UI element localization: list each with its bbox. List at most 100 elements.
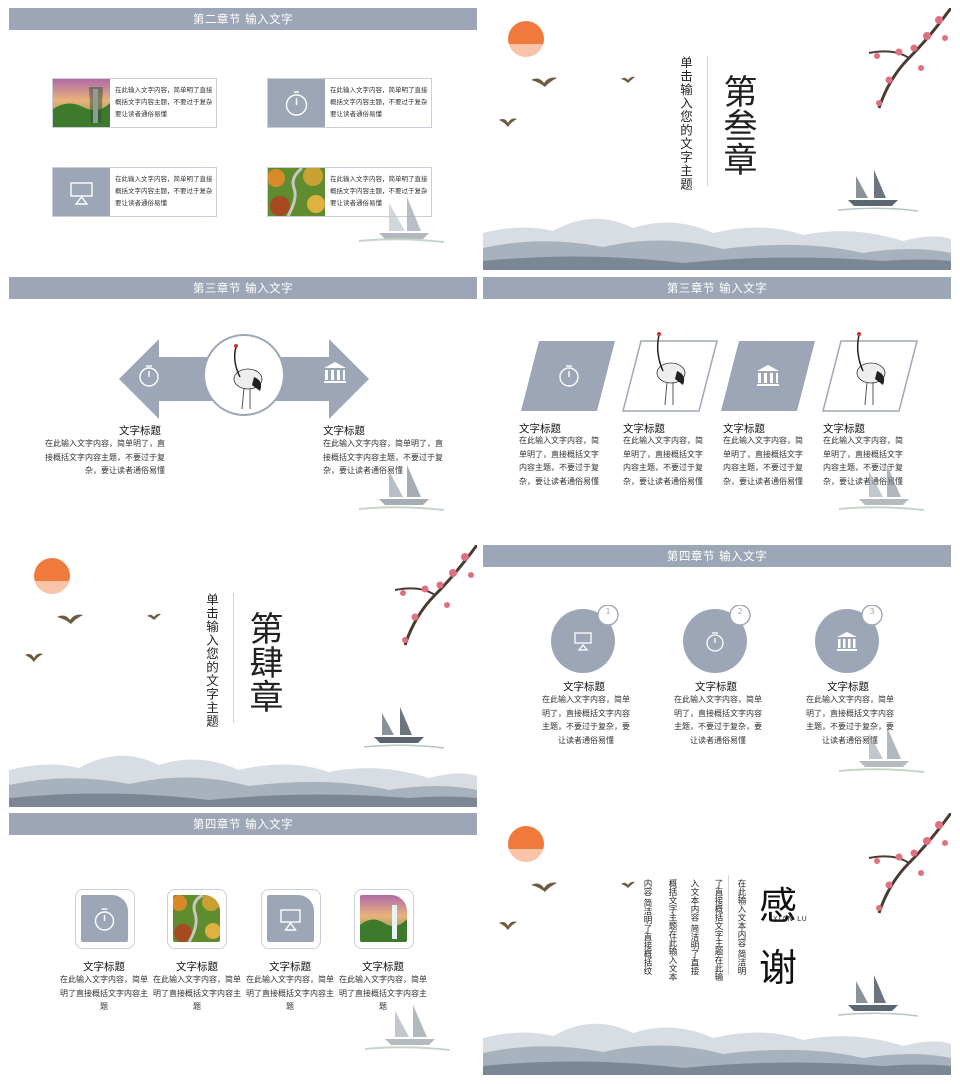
- sun: [507, 20, 545, 58]
- chapter-header-bar: 第四章节 输入文字: [9, 813, 477, 835]
- sailboat-decoration: [838, 973, 918, 1023]
- flying-bird: [621, 75, 635, 84]
- content-card[interactable]: 在此输入文字内容，简单明了直接概括文字内容主题，不要过于复杂要让读者通俗易懂: [267, 167, 432, 217]
- photo-tile: [167, 889, 227, 949]
- ink-mountains: [9, 740, 477, 807]
- flying-bird: [57, 611, 83, 627]
- body-column: 了直接概括文字主题在此输: [713, 879, 723, 981]
- slide-chapter3-arrows[interactable]: 第三章节 输入文字 文字标题 在此输入文字内容，简单明了，直接概括文字内容主题，…: [9, 277, 477, 539]
- plum-blossom-branch: [375, 545, 477, 655]
- divider-line: [233, 593, 234, 723]
- presentation-icon: [70, 182, 93, 205]
- item-title: 文字标题: [563, 681, 605, 693]
- thanks-char: 感: [759, 884, 798, 928]
- flying-bird: [499, 116, 517, 128]
- sailboat-decoration: [364, 705, 444, 755]
- sailboat-decoration: [355, 1003, 455, 1058]
- presentation-icon-tile: [53, 168, 110, 216]
- item-text: 在此输入文字内容，简单明了直接概括文字内容主题: [339, 975, 427, 1011]
- right-item-title: 文字标题: [323, 425, 365, 437]
- flying-bird: [531, 879, 557, 895]
- item-title: 文字标题: [723, 423, 765, 435]
- item-text: 在此输入文字内容，简单明了，直接概括文字内容主题，不要过于复杂，要让读者通俗易懂: [674, 695, 762, 745]
- numbered-circle-3: 3: [815, 605, 887, 673]
- chapter-header-bar: 第四章节 输入文字: [483, 545, 951, 567]
- divider-line: [707, 56, 708, 186]
- content-card[interactable]: 在此输入文字内容，简单明了直接概括文字内容主题，不要过于复杂要让读者通俗易懂: [52, 78, 217, 128]
- flying-bird: [531, 74, 557, 90]
- stopwatch-icon: [94, 908, 115, 931]
- chapter-header-bar: 第三章节 输入文字: [483, 277, 951, 299]
- slide-chapter3-cover[interactable]: 单击输入您的文字主题 第叁章: [483, 8, 951, 270]
- stopwatch-icon-tile: [268, 79, 325, 127]
- item-title: 文字标题: [519, 423, 561, 435]
- slide-chapter4-three-circles[interactable]: 第四章节 输入文字 1 2 3 文字标题 在此输入文字内容，简单明了，直接概括文…: [483, 545, 951, 807]
- item-text: 在此输入文字内容，简单明了，直接概括文字内容主题，不要过于复杂，要让读者通俗易懂: [723, 436, 803, 486]
- slide-thanks[interactable]: 内容 简洁明了直接概括纹 概括文字主题在此输入文本 入文本内容 简洁明了直接 了…: [483, 813, 951, 1075]
- item-text: 在此输入文字内容，简单明了，直接概括文字内容主题，不要过于复杂，要让读者通俗易懂: [519, 436, 599, 486]
- item-text: 在此输入文字内容，简单明了，直接概括文字内容主题，不要过于复杂，要让读者通俗易懂: [623, 436, 703, 486]
- step-number: 2: [737, 607, 743, 616]
- icon-tile: [75, 889, 135, 949]
- sun: [33, 557, 71, 595]
- flying-bird: [25, 651, 43, 663]
- item-title: 文字标题: [362, 961, 404, 973]
- ink-mountains: [483, 1008, 951, 1075]
- waterfall-photo: [53, 79, 110, 127]
- item-title: 文字标题: [176, 961, 218, 973]
- item-graphic-3: [721, 339, 817, 413]
- stopwatch-icon: [285, 91, 308, 116]
- numbered-circle-2: 2: [683, 605, 755, 673]
- flying-bird: [621, 880, 635, 889]
- sun: [507, 825, 545, 863]
- slide-chapter4-four-tiles[interactable]: 第四章节 输入文字 文字标题 在此输入文字内容，简单明了直接概括文字内容主题 文…: [9, 813, 477, 1075]
- sailboat-decoration: [349, 193, 449, 253]
- sailboat-decoration: [349, 463, 449, 518]
- item-graphic-2: [621, 329, 721, 415]
- chapter-subtitle: 单击输入您的文字主题: [204, 593, 219, 728]
- flying-bird: [147, 612, 161, 621]
- card-text: 在此输入文字内容，简单明了直接概括文字内容主题，不要过于复杂要让读者通俗易懂: [115, 86, 213, 118]
- slide-chapter3-four-items[interactable]: 第三章节 输入文字 文字标题 在此输入文字内容，简单明了，直接概括文字内容主题，…: [483, 277, 951, 539]
- item-title: 文字标题: [269, 961, 311, 973]
- presentation-icon: [280, 909, 301, 931]
- plum-blossom-branch: [849, 8, 951, 118]
- sailboat-decoration: [829, 725, 929, 780]
- content-card[interactable]: 在此输入文字内容，简单明了直接概括文字内容主题，不要过于复杂要让读者通俗易懂: [52, 167, 217, 217]
- photo-tile: [354, 889, 414, 949]
- divider-line: [728, 875, 729, 975]
- item-title: 文字标题: [623, 423, 665, 435]
- sailboat-decoration: [838, 168, 918, 218]
- waterfall-photo: [360, 895, 407, 942]
- card-text: 在此输入文字内容，简单明了直接概括文字内容主题，不要过于复杂要让读者通俗易懂: [330, 175, 428, 207]
- body-column: 内容 简洁明了直接概括纹: [642, 879, 652, 976]
- item-graphic-1: [521, 339, 617, 413]
- ink-mountains: [483, 203, 951, 270]
- step-number: 1: [605, 607, 611, 616]
- right-item-text: 在此输入文字内容，简单明了，直接概括文字内容主题，不要过于复杂，要让读者通俗易懂: [323, 439, 443, 475]
- thanks-char: 谢: [759, 946, 798, 990]
- item-text: 在此输入文字内容，简单明了，直接概括文字内容主题，不要过于复杂，要让读者通俗易懂: [823, 436, 903, 486]
- slide-chapter2-cards[interactable]: 第二章节 输入文字 在此输入文字内容，简单明了直接概括文字内容主题，不要过于复杂…: [9, 8, 477, 270]
- step-number: 3: [869, 607, 875, 616]
- body-column: 在此输入文本内容 简洁明: [736, 879, 746, 976]
- flying-bird: [499, 919, 517, 931]
- card-text: 在此输入文字内容，简单明了直接概括文字内容主题，不要过于复杂要让读者通俗易懂: [330, 86, 428, 118]
- body-column: 入文本内容 简洁明了直接: [689, 879, 699, 976]
- item-text: 在此输入文字内容，简单明了，直接概括文字内容主题，不要过于复杂，要让读者通俗易懂: [806, 695, 894, 745]
- crane-circle: [202, 333, 286, 417]
- item-title: 文字标题: [695, 681, 737, 693]
- icon-tile: [261, 889, 321, 949]
- chapter-header-bar: 第二章节 输入文字: [9, 8, 477, 30]
- sailboat-decoration: [829, 463, 929, 518]
- numbered-circle-1: 1: [551, 605, 623, 673]
- pinyin-caption: XIAN LU: [773, 915, 808, 923]
- item-text: 在此输入文字内容，简单明了直接概括文字内容主题: [153, 975, 241, 1011]
- card-text: 在此输入文字内容，简单明了直接概括文字内容主题，不要过于复杂要让读者通俗易懂: [115, 175, 213, 207]
- slide-chapter4-cover[interactable]: 单击输入您的文字主题 第肆章: [9, 545, 477, 807]
- item-title: 文字标题: [83, 961, 125, 973]
- chapter-title: 第肆章: [243, 611, 283, 713]
- content-card[interactable]: 在此输入文字内容，简单明了直接概括文字内容主题，不要过于复杂要让读者通俗易懂: [267, 78, 432, 128]
- chapter-title: 第叁章: [717, 74, 757, 176]
- left-item-text: 在此输入文字内容，简单明了，直接概括文字内容主题，不要过于复杂，要让读者通俗易懂: [45, 439, 165, 475]
